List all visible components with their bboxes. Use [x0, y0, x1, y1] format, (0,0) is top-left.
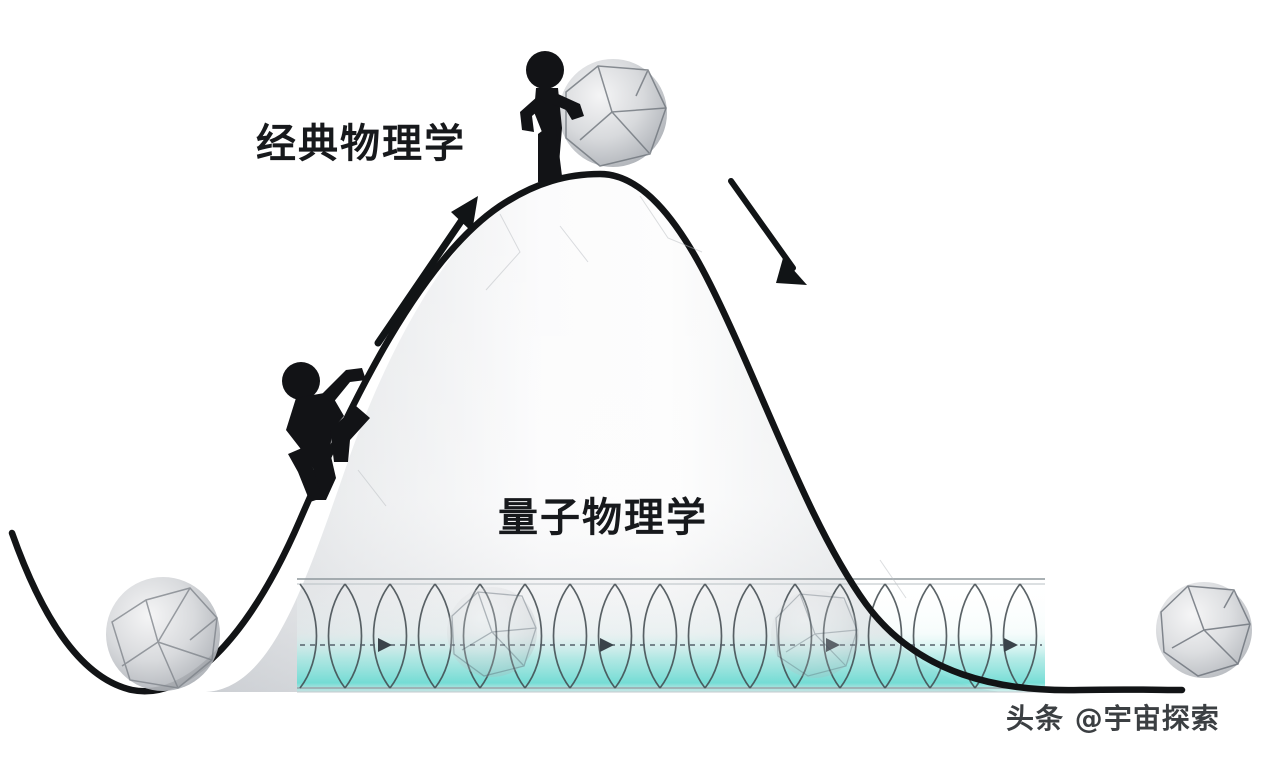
tunnel-medium — [297, 578, 1045, 692]
watermark-toutiao: 头条 @宇宙探索 — [1006, 702, 1220, 735]
boulder-summit — [559, 59, 667, 167]
quantum-tunnel — [297, 578, 1045, 693]
boulder-valley-left — [106, 577, 220, 691]
summit-stick-figure — [520, 51, 584, 182]
climber-stick-figure — [282, 362, 370, 502]
hill-shading — [206, 176, 1005, 692]
boulder-tunnel-right — [771, 590, 859, 678]
energy-barrier-hill — [206, 176, 1005, 692]
boulder-right-outside — [1156, 582, 1252, 678]
downhill-arrow — [728, 178, 807, 285]
label-classical-physics: 经典物理学 — [256, 121, 466, 167]
boulder-tunnel-left — [447, 587, 537, 677]
paper-texture — [357, 195, 907, 599]
label-quantum-physics: 量子物理学 — [498, 495, 708, 541]
uphill-arrow — [374, 196, 478, 347]
